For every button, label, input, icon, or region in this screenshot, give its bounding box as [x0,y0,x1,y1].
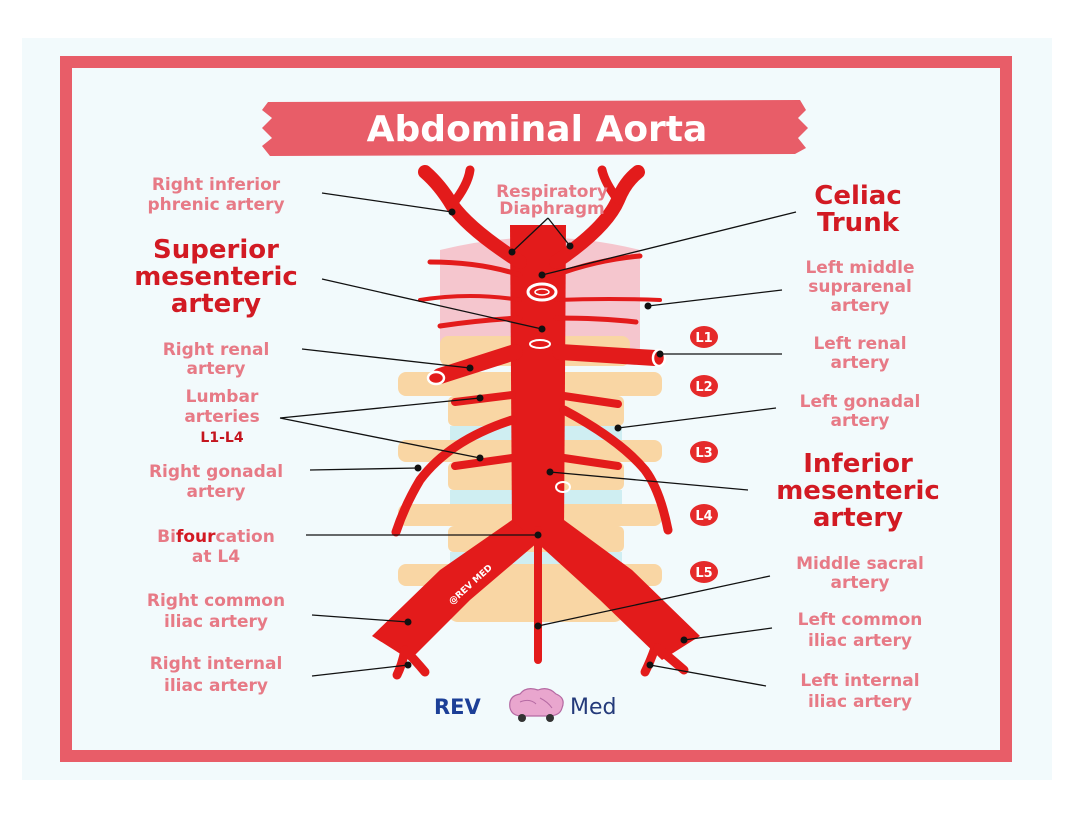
label-right-inferior-phrenic: Right inferior [152,175,281,195]
level-badge: L4 [695,509,712,524]
label-right-common-iliac: Right common [147,591,285,611]
logo-rev-text: REV [434,695,482,719]
label-bifurcation-2: at L4 [192,547,240,567]
level-badge: L2 [695,380,712,395]
bif-prefix: Bi [157,527,176,547]
label-right-internal-iliac: Right internal [150,654,283,674]
label-left-common-iliac: Left common [798,610,923,630]
label-respiratory: Respiratory [496,182,608,202]
label-inferior-mesenteric-3: artery [813,503,903,533]
label-right-inferior-phrenic-2: phrenic artery [147,195,284,215]
label-right-gonadal-2: artery [187,482,246,502]
label-lumbar-2: arteries [184,407,259,427]
label-superior-mesenteric-3: artery [171,289,261,319]
label-right-renal: Right renal [163,340,270,360]
vertebra-level-badges: L1 L2 L3 L4 L5 [690,326,718,583]
label-middle-sacral-2: artery [831,573,890,593]
label-inferior-mesenteric-2: mesenteric [776,476,940,506]
revmed-logo: REV Med [434,688,616,722]
label-right-common-iliac-2: iliac artery [164,612,268,632]
bif-suffix: cation [216,527,275,547]
label-middle-sacral: Middle sacral [796,554,924,574]
label-celiac-trunk-2: Trunk [817,208,900,238]
logo-med-text: Med [570,695,616,720]
label-superior-mesenteric-2: mesenteric [134,262,298,292]
label-left-internal-iliac-2: iliac artery [808,692,912,712]
label-right-gonadal: Right gonadal [149,462,283,482]
label-right-internal-iliac-2: iliac artery [164,676,268,696]
leader-lines [279,192,797,687]
vessel-openings [426,282,667,493]
labels-left: Right inferior phrenic artery Superior m… [134,175,298,696]
labels-right: Celiac Trunk Left middle suprarenal arte… [776,181,940,712]
label-left-renal-2: artery [831,353,890,373]
label-inferior-mesenteric: Inferior [803,449,913,479]
label-left-gonadal: Left gonadal [800,392,921,412]
level-badge: L1 [695,331,712,346]
label-superior-mesenteric: Superior [153,235,279,265]
label-left-internal-iliac: Left internal [800,671,919,691]
label-left-gonadal-2: artery [831,411,890,431]
level-badge: L3 [695,446,712,461]
title-banner: Abdominal Aorta [262,100,808,156]
bif-emphasis: four [176,527,216,547]
label-right-renal-2: artery [187,359,246,379]
label-left-middle-suprarenal-3: artery [831,296,890,316]
red-frame [60,56,1012,762]
label-respiratory-2: Diaphragm [499,199,604,219]
label-left-renal: Left renal [813,334,906,354]
level-badge: L5 [695,566,712,581]
aorta-vessels [372,165,700,680]
brain-icon [509,688,564,722]
label-left-middle-suprarenal: Left middle [805,258,914,278]
label-celiac-trunk: Celiac [814,181,902,211]
label-lumbar-3: L1-L4 [200,430,243,446]
label-left-middle-suprarenal-2: suprarenal [808,277,912,297]
label-bifurcation: Bifourcation [157,527,275,547]
label-lumbar: Lumbar [186,387,259,407]
label-left-common-iliac-2: iliac artery [808,631,912,651]
page-title: Abdominal Aorta [367,109,708,150]
